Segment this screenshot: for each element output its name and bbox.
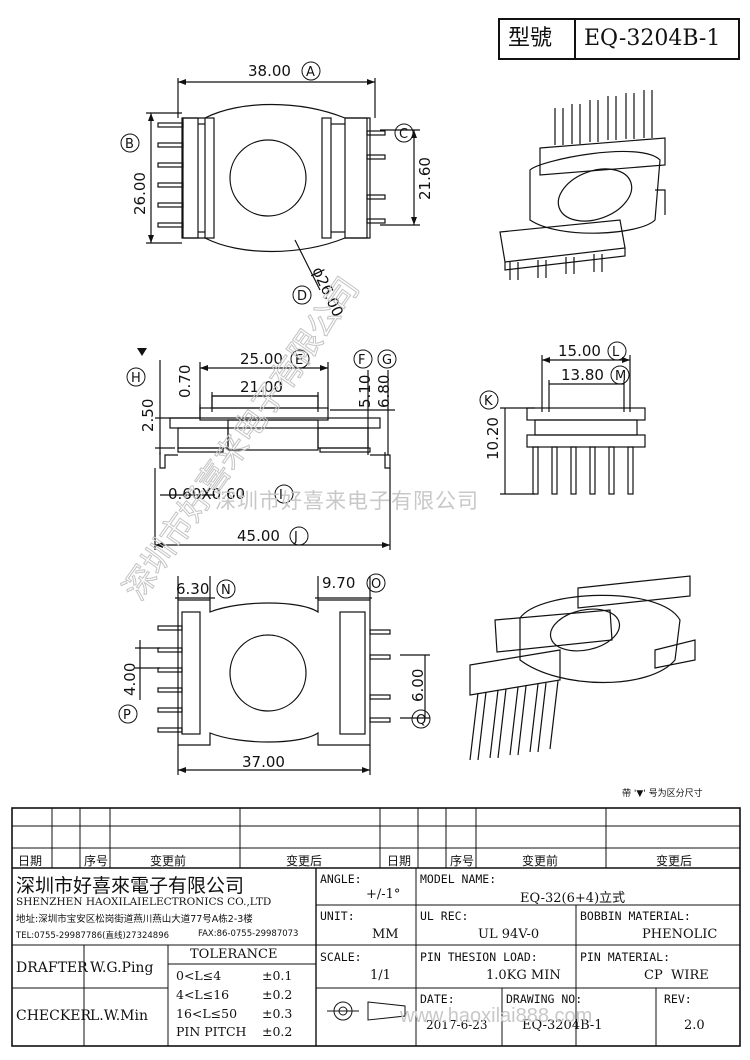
model-number: EQ-3204B-1 xyxy=(584,26,721,51)
dim-bottom-right: 9.70 xyxy=(322,574,355,592)
dim-side-w1: 25.00 xyxy=(240,350,283,368)
drawing-no-label: DRAWING NO: xyxy=(506,992,583,1006)
dim-tag-g: G xyxy=(382,353,392,368)
dim-tag-m: M xyxy=(615,369,626,384)
dim-bottom-pitch: 4.00 xyxy=(121,663,139,696)
dim-tag-p: P xyxy=(123,708,131,723)
scale-value: 1/1 xyxy=(370,968,391,983)
dim-side-h1: 0.70 xyxy=(176,365,194,398)
tolerance-title: TOLERANCE xyxy=(190,947,278,962)
dim-tag-c: C xyxy=(399,127,408,142)
tolerance-range-3: 16<L≤50 xyxy=(176,1006,238,1021)
rev-seq-header-1: 序号 xyxy=(84,854,109,868)
rev-value: 2.0 xyxy=(684,1018,705,1033)
tolerance-range-2: 4<L≤16 xyxy=(176,987,230,1002)
company-fax: FAX:86-0755-29987073 xyxy=(198,929,299,939)
pin-material-value: CP WIRE xyxy=(644,968,709,983)
tolerance-range-1: 0<L≤4 xyxy=(176,968,222,983)
model-name-label: MODEL NAME: xyxy=(420,872,497,886)
drafter-label: DRAFTER xyxy=(16,960,88,976)
dim-tag-a: A xyxy=(306,65,315,80)
date-value: 2017-6-23 xyxy=(426,1018,488,1032)
angle-label: ANGLE: xyxy=(320,872,362,886)
watermark-horizontal: 深圳市好喜来电子有限公司 xyxy=(215,490,479,513)
top-view xyxy=(146,78,420,291)
tolerance-value-2: ±0.2 xyxy=(262,987,293,1002)
company-name-cn: 深圳市好喜來電子有限公司 xyxy=(16,875,245,897)
note-marker: 帶 '▼' 号为区分尺寸 xyxy=(622,787,703,799)
pin-material-label: PIN MATERIAL: xyxy=(580,950,671,964)
ul-rec-label: UL REC: xyxy=(420,909,469,923)
dim-tag-j: J xyxy=(293,530,298,545)
watermark-url: www.haoxilai888.com xyxy=(400,1005,593,1027)
unit-label: UNIT: xyxy=(320,909,355,923)
title-box: 型號 EQ-3204B-1 xyxy=(498,18,740,60)
ul-rec-value: UL 94V-0 xyxy=(478,927,540,942)
tolerance-range-4: PIN PITCH xyxy=(176,1024,247,1039)
dim-end-h: 10.20 xyxy=(484,417,502,460)
rev-label: REV: xyxy=(664,992,692,1006)
dim-bottom-inner: 6.00 xyxy=(409,669,427,702)
dim-end-w1: 15.00 xyxy=(558,342,601,360)
tolerance-value-4: ±0.2 xyxy=(262,1024,293,1039)
company-tel: TEL:0755-29987786(直线)27324896 xyxy=(16,931,170,941)
dim-bottom-left: 6.30 xyxy=(176,580,209,598)
tolerance-value-3: ±0.3 xyxy=(262,1006,293,1021)
angle-value: +/-1° xyxy=(366,887,401,902)
rev-date-header-2: 日期 xyxy=(387,854,412,868)
dim-side-total: 45.00 xyxy=(237,527,280,545)
pin-tension-value: 1.0KG MIN xyxy=(486,968,561,983)
rev-after-header-2: 变更后 xyxy=(656,854,693,868)
unit-value: MM xyxy=(372,927,399,942)
rev-seq-header-2: 序号 xyxy=(450,854,475,868)
dim-bottom-width: 37.00 xyxy=(242,753,285,771)
dim-top-width: 38.00 xyxy=(248,62,291,80)
dim-tag-i: I xyxy=(279,488,283,503)
dim-pin-size: 0.60X0.60 xyxy=(168,485,245,503)
model-name-value: EQ-32(6+4)立式 xyxy=(520,891,626,906)
drafter-name: W.G.Ping xyxy=(90,960,154,976)
bobbin-material-value: PHENOLIC xyxy=(642,927,718,942)
company-address: 地址:深圳市宝安区松岗街道燕川燕山大道77号A栋2-3楼 xyxy=(16,914,253,925)
model-label: 型號 xyxy=(508,26,553,51)
isometric-view-bottom xyxy=(469,575,696,761)
drawing-no-value: EQ-3204B-1 xyxy=(522,1018,603,1033)
dim-tag-h: H xyxy=(131,371,141,386)
side-view xyxy=(154,360,395,550)
tolerance-value-1: ±0.1 xyxy=(262,968,293,983)
technical-drawing: 38.00 A B 26.00 C 21.60 ϕ26.00 D 25.00 E… xyxy=(115,61,703,799)
dim-top-inner: 21.60 xyxy=(416,157,434,200)
dim-side-h4: 6.80 xyxy=(375,375,393,408)
dim-top-height: 26.00 xyxy=(131,172,149,215)
rev-after-header-1: 变更后 xyxy=(286,854,323,868)
dim-tag-k: K xyxy=(484,394,493,409)
scale-label: SCALE: xyxy=(320,950,362,964)
dim-tag-f: F xyxy=(358,353,365,368)
dim-side-h3: 5.10 xyxy=(356,375,374,408)
dim-tag-d: D xyxy=(297,289,307,304)
dim-tag-l: L xyxy=(612,345,620,360)
bobbin-material-label: BOBBIN MATERIAL: xyxy=(580,909,691,923)
company-name-en: SHENZHEN HAOXILAIELECTRONICS CO.,LTD xyxy=(16,896,272,908)
bottom-view xyxy=(135,576,430,775)
rev-before-header-1: 变更前 xyxy=(150,854,187,868)
pin-tension-label: PIN THESION LOAD: xyxy=(420,950,538,964)
isometric-view-top xyxy=(499,90,666,280)
date-label: DATE: xyxy=(420,992,455,1006)
rev-date-header-1: 日期 xyxy=(18,854,43,868)
dim-tag-q: Q xyxy=(416,713,426,728)
dim-tag-o: O xyxy=(371,577,381,592)
rev-before-header-2: 变更前 xyxy=(522,854,559,868)
dim-tag-n: N xyxy=(221,583,231,598)
dim-tag-b: B xyxy=(125,137,134,152)
dim-tag-e: E xyxy=(295,353,303,368)
end-view xyxy=(500,355,646,495)
checker-name: L.W.Min xyxy=(90,1008,148,1024)
dim-side-w2: 21.00 xyxy=(240,378,283,396)
title-divider xyxy=(574,20,576,58)
dim-end-w2: 13.80 xyxy=(561,366,604,384)
dim-side-h2: 2.50 xyxy=(139,399,157,432)
checker-label: CHECKER xyxy=(16,1008,92,1024)
